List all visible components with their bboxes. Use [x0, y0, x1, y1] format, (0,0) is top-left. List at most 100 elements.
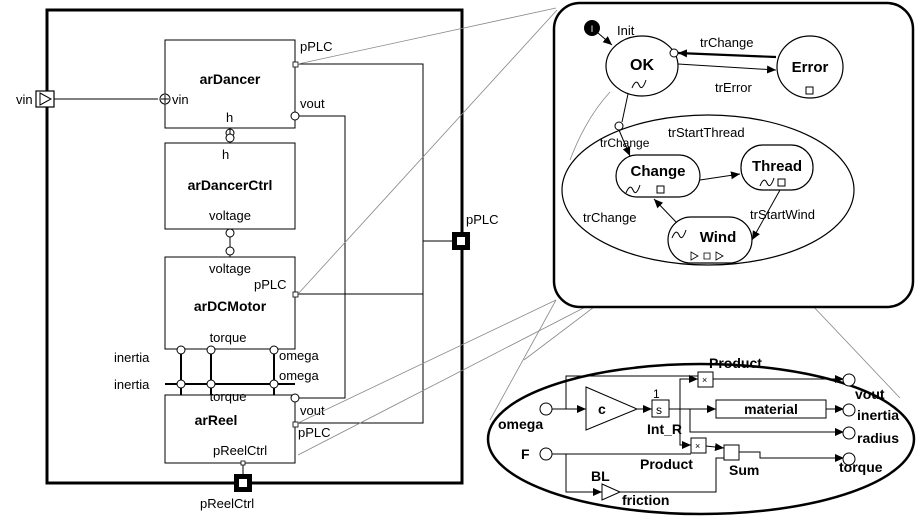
output-vout-label: vout: [855, 386, 885, 402]
transition-trChange-label: trChange: [700, 35, 753, 50]
state-error-icon: [805, 86, 814, 95]
svg-text:I: I: [591, 24, 594, 34]
state-change-activity-icon: [625, 184, 641, 194]
state-error[interactable]: Error: [776, 35, 844, 99]
block-gain-label: c: [598, 401, 606, 417]
transition-trStartWind: [751, 189, 781, 241]
block-arDCMotor-title: arDCMotor: [194, 298, 267, 314]
vout-wire: [299, 115, 346, 399]
block-arReel[interactable]: torque arReel vout pPLC pReelCtrl: [164, 389, 331, 466]
port-arReel-omega-label: omega: [279, 368, 320, 383]
state-ok-label: OK: [630, 57, 654, 74]
port-arDancerCtrl-voltage-label: voltage: [209, 208, 251, 223]
port-arDancer-vout[interactable]: [290, 111, 300, 121]
port-arDancer-pPLC-label: pPLC: [300, 39, 333, 54]
composite-state: [561, 114, 855, 266]
port-arDancer-vin-label: vin: [172, 92, 189, 107]
block-material-label: material: [744, 401, 798, 417]
block-sum[interactable]: [723, 444, 740, 461]
port-arDCMotor-omega-label: omega: [279, 348, 320, 363]
transition-trStartWind-label: trStartWind: [750, 207, 815, 222]
output-torque[interactable]: [842, 452, 856, 466]
state-wind-icon: [690, 251, 724, 261]
init-label: Init: [617, 23, 635, 38]
output-torque-label: torque: [839, 459, 883, 475]
init-marker-icon: [584, 20, 600, 36]
blockdiagram-wires: [552, 375, 844, 496]
transition-trChange3: [653, 198, 677, 223]
state-change[interactable]: Change: [615, 154, 701, 198]
block-integrator[interactable]: 1 s: [651, 387, 670, 418]
transition-trError: [677, 63, 777, 74]
input-omega[interactable]: [539, 402, 553, 416]
port-arReel-vout[interactable]: [290, 393, 300, 403]
port-arReel-torque-label: torque: [210, 389, 247, 404]
block-arDancer-title: arDancer: [200, 71, 261, 87]
port-arDCMotor-voltage-label: voltage: [209, 261, 251, 276]
transition-change-thread: [699, 171, 741, 181]
block-arDancer[interactable]: arDancer vin pPLC vout h: [159, 39, 333, 129]
block-bl-label: BL: [591, 468, 610, 484]
input-F-label: F: [521, 446, 530, 462]
transition-trChange3-label: trChange: [583, 210, 636, 225]
block-arReel-title: arReel: [195, 412, 238, 428]
output-vout[interactable]: [842, 373, 856, 387]
block-product2-symbol: ×: [695, 441, 700, 451]
block-product1-label: Product: [709, 355, 762, 371]
port-arReel-vout-label: vout: [300, 403, 325, 418]
port-arDancer-vout-label: vout: [300, 96, 325, 111]
block-arDCMotor[interactable]: voltage pPLC arDCMotor torque: [164, 256, 299, 350]
state-wind-activity-icon: [671, 229, 687, 239]
state-ok-activity-icon: [631, 79, 647, 89]
output-inertia[interactable]: [842, 403, 856, 417]
port-arReel-pPLC[interactable]: [292, 421, 299, 428]
port-arDancer-pPLC[interactable]: [292, 61, 299, 68]
pReelCtrl-port[interactable]: [234, 474, 252, 492]
block-product1-symbol: ×: [702, 375, 707, 385]
pPLC-port-label: pPLC: [466, 212, 499, 227]
port-arDCMotor-torque-label: torque: [210, 330, 247, 345]
state-wind[interactable]: Wind: [667, 216, 753, 264]
port-arReel-pReelCtrl-label: pReelCtrl: [213, 443, 267, 458]
block-sum-label: Sum: [729, 462, 759, 478]
output-radius[interactable]: [842, 426, 856, 440]
port-arDancer-h-label: h: [226, 110, 233, 125]
state-ok[interactable]: OK: [605, 35, 679, 97]
port-arDancerCtrl-h-label: h: [222, 147, 229, 162]
block-integrator-num: 1: [653, 387, 660, 401]
vin-input-arrow-icon: [39, 92, 53, 106]
transition-trStartThread-label: trStartThread: [668, 125, 745, 140]
state-wind-label: Wind: [700, 229, 737, 246]
input-omega-label: omega: [498, 416, 543, 432]
block-arDancerCtrl-title: arDancerCtrl: [188, 177, 273, 193]
voltage-connector: [225, 228, 235, 257]
block-friction-label: friction: [622, 492, 669, 508]
block-integrator-name: Int_R: [647, 421, 682, 437]
pPLC-port[interactable]: [452, 232, 470, 250]
label-inertia-bottom: inertia: [114, 377, 150, 392]
vin-input-label: vin: [16, 92, 33, 107]
transition-trChange-error: [677, 49, 777, 59]
block-integrator-den: s: [656, 403, 662, 417]
port-arDCMotor-pPLC[interactable]: [292, 291, 299, 298]
state-thread-label: Thread: [752, 158, 802, 175]
output-radius-label: radius: [857, 430, 899, 446]
port-arReel-pPLC-label: pPLC: [298, 425, 331, 440]
state-change-icon: [656, 185, 665, 194]
h-connector: [225, 128, 235, 143]
port-arDCMotor-pPLC-label: pPLC: [254, 277, 287, 292]
block-product2-label: Product: [640, 456, 693, 472]
inertia-connector: [165, 345, 295, 395]
state-error-label: Error: [792, 59, 829, 76]
label-inertia-top: inertia: [114, 350, 150, 365]
state-thread[interactable]: Thread: [740, 144, 814, 191]
transition-trError-label: trError: [715, 80, 753, 95]
input-F[interactable]: [539, 447, 553, 461]
state-change-label: Change: [630, 163, 685, 180]
pReelCtrl-port-label: pReelCtrl: [200, 496, 254, 511]
output-inertia-label: inertia: [857, 407, 899, 423]
block-arDancerCtrl[interactable]: h arDancerCtrl voltage: [164, 142, 296, 230]
state-thread-activity-icon: [759, 177, 775, 187]
